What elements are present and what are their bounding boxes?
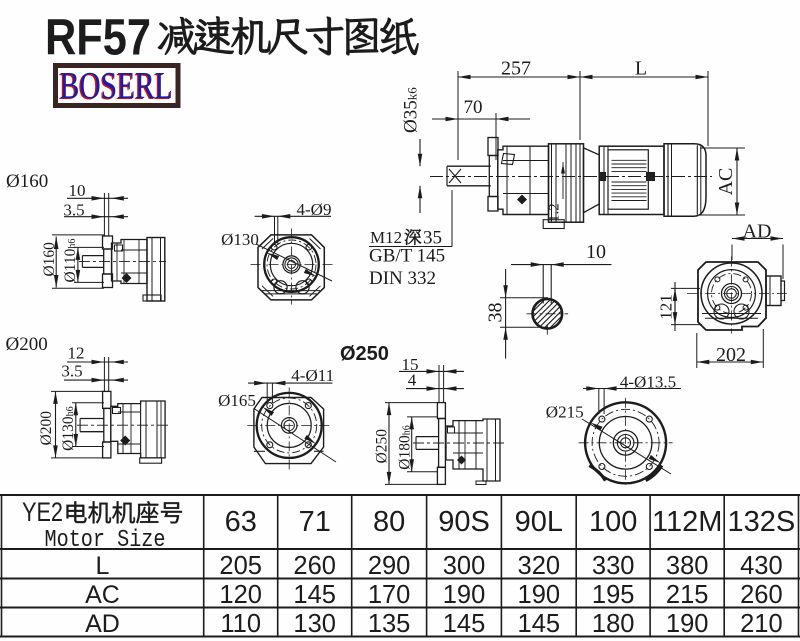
svg-text:Ø35k6: Ø35k6	[401, 87, 422, 133]
svg-text:Ø200: Ø200	[6, 334, 48, 355]
svg-text:190: 190	[666, 610, 709, 638]
svg-text:Motor Size: Motor Size	[45, 527, 166, 554]
svg-text:170: 170	[368, 581, 411, 609]
svg-text:M12: M12	[370, 228, 402, 247]
svg-text:3.5: 3.5	[61, 362, 82, 381]
svg-text:121: 121	[657, 294, 676, 320]
svg-text:63: 63	[225, 506, 257, 538]
svg-text:202: 202	[716, 344, 746, 366]
svg-text:15: 15	[402, 355, 419, 374]
svg-text:210: 210	[740, 610, 783, 638]
svg-text:Ø180h6: Ø180h6	[397, 425, 414, 469]
svg-text:4: 4	[408, 371, 417, 390]
svg-text:180: 180	[592, 610, 635, 638]
svg-text:Ø130h6: Ø130h6	[60, 406, 77, 450]
svg-text:320: 320	[518, 552, 561, 580]
svg-text:190: 190	[518, 581, 561, 609]
svg-text:AD: AD	[743, 221, 772, 243]
svg-text:BOSERL: BOSERL	[60, 65, 173, 107]
svg-text:AC: AC	[85, 581, 120, 609]
svg-text:12: 12	[68, 344, 85, 363]
svg-text:Ø160: Ø160	[6, 171, 48, 192]
svg-text:215: 215	[666, 581, 709, 609]
svg-text:195: 195	[592, 581, 635, 609]
svg-text:90S: 90S	[438, 506, 490, 538]
svg-text:10: 10	[69, 181, 86, 200]
svg-text:205: 205	[219, 552, 262, 580]
svg-text:Ø110h6: Ø110h6	[62, 239, 79, 283]
svg-text:135: 135	[368, 610, 411, 638]
svg-text:300: 300	[443, 552, 486, 580]
svg-text:290: 290	[368, 552, 411, 580]
svg-text:110: 110	[220, 610, 261, 638]
svg-text:Ø130: Ø130	[221, 230, 259, 249]
svg-text:YE2: YE2	[22, 497, 63, 527]
svg-text:257: 257	[501, 58, 531, 80]
svg-text:120: 120	[219, 581, 262, 609]
svg-text:4-Ø11: 4-Ø11	[291, 366, 334, 385]
svg-text:132S: 132S	[728, 506, 796, 538]
svg-text:3.5: 3.5	[63, 201, 84, 220]
svg-text:145: 145	[518, 610, 561, 638]
svg-text:145: 145	[443, 610, 486, 638]
svg-text:4-Ø13.5: 4-Ø13.5	[620, 373, 676, 392]
svg-text:4-Ø9: 4-Ø9	[297, 200, 332, 219]
svg-text:Ø250: Ø250	[374, 429, 391, 464]
svg-text:35: 35	[423, 228, 442, 249]
svg-text:GB/T 145: GB/T 145	[369, 246, 445, 267]
svg-text:RF57: RF57	[45, 9, 151, 66]
svg-text:190: 190	[443, 581, 486, 609]
svg-text:Ø250: Ø250	[340, 343, 389, 365]
svg-text:71: 71	[299, 506, 331, 538]
svg-text:DIN 332: DIN 332	[369, 268, 436, 289]
svg-text:AD: AD	[85, 610, 120, 638]
svg-text:100: 100	[589, 506, 637, 538]
svg-text:112M: 112M	[652, 506, 722, 538]
svg-text:L: L	[635, 58, 647, 80]
svg-text:130: 130	[293, 610, 336, 638]
svg-text:BOSERL: BOSERL	[59, 66, 172, 108]
svg-text:145: 145	[293, 581, 336, 609]
svg-text:Ø215: Ø215	[546, 403, 584, 422]
svg-text:330: 330	[592, 552, 635, 580]
svg-text:430: 430	[740, 552, 783, 580]
svg-text:70: 70	[464, 97, 483, 118]
svg-text:38: 38	[485, 303, 507, 323]
svg-text:380: 380	[666, 552, 709, 580]
svg-text:L: L	[96, 552, 110, 580]
svg-text:1.2: 1.2	[547, 203, 563, 222]
svg-text:260: 260	[740, 581, 783, 609]
svg-text:Ø165: Ø165	[218, 391, 256, 410]
svg-text:Ø200: Ø200	[38, 411, 55, 446]
svg-text:Ø160: Ø160	[41, 242, 58, 277]
svg-text:AC: AC	[715, 168, 737, 196]
svg-text:260: 260	[293, 552, 336, 580]
svg-text:90L: 90L	[515, 506, 563, 538]
svg-text:10: 10	[586, 241, 606, 263]
svg-text:80: 80	[373, 506, 405, 538]
